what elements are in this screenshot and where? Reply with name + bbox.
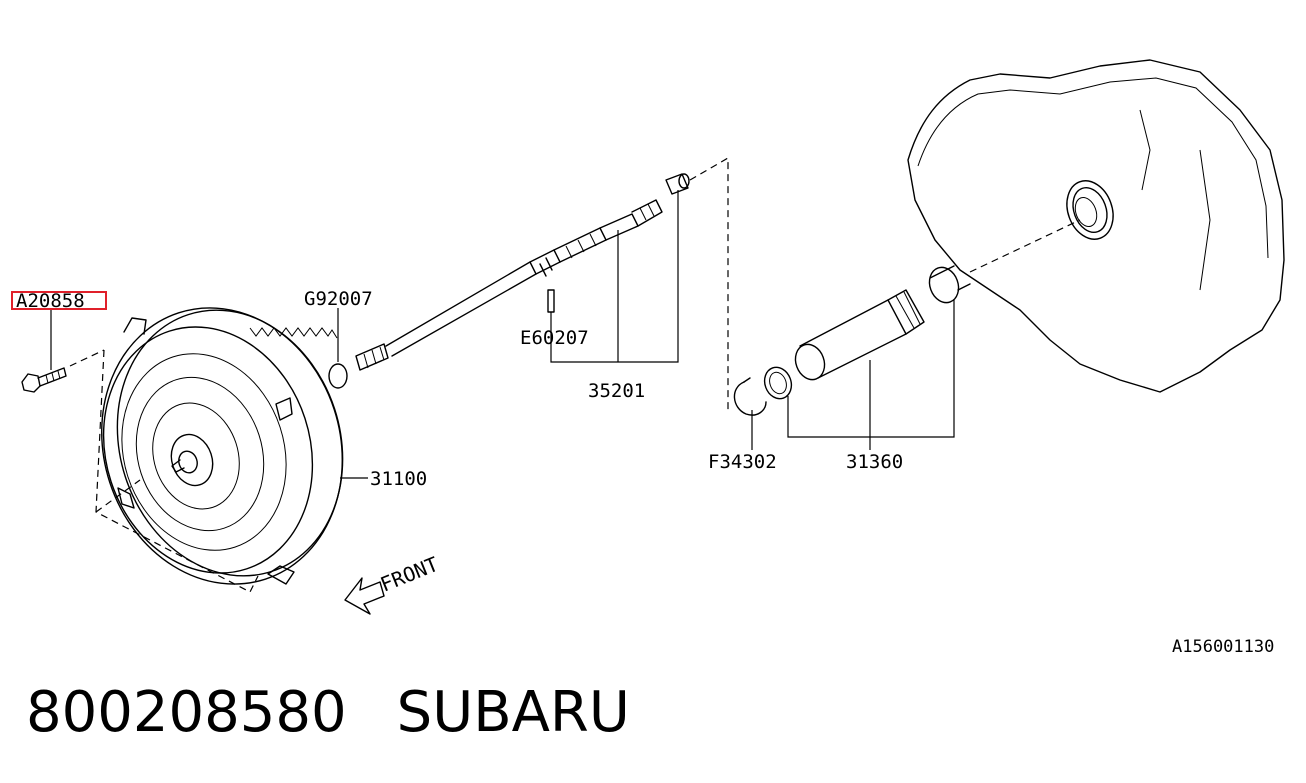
diagram-id: A156001130 <box>1172 637 1274 657</box>
o-ring-drawing <box>328 363 348 389</box>
callout-31360[interactable]: 31360 <box>846 451 903 473</box>
callout-g92007[interactable]: G92007 <box>304 288 373 310</box>
callout-a20858[interactable]: A20858 <box>16 290 85 312</box>
brand-name: SUBARU <box>396 680 630 745</box>
torque-converter-drawing <box>95 307 344 593</box>
highlight-box <box>11 291 107 310</box>
footer: 800208580 SUBARU <box>26 680 630 760</box>
snap-ring-drawing <box>733 381 767 416</box>
front-direction-arrow: FRONT <box>344 552 442 615</box>
pin-drawing <box>547 289 555 313</box>
callout-35201[interactable]: 35201 <box>588 380 645 402</box>
callout-f34302[interactable]: F34302 <box>708 451 777 473</box>
part-number: 800208580 <box>26 680 347 745</box>
stator-shaft-drawing <box>763 219 1081 400</box>
parts-diagram: FRONT A20858 G92007 E60207 35201 31100 F… <box>11 59 1285 657</box>
callout-31100[interactable]: 31100 <box>370 468 427 490</box>
bolt-drawing <box>21 349 105 393</box>
front-label: FRONT <box>377 552 442 597</box>
callout-e60207[interactable]: E60207 <box>520 327 589 349</box>
transmission-case-drawing <box>907 59 1285 393</box>
input-shaft-drawing <box>355 156 729 412</box>
